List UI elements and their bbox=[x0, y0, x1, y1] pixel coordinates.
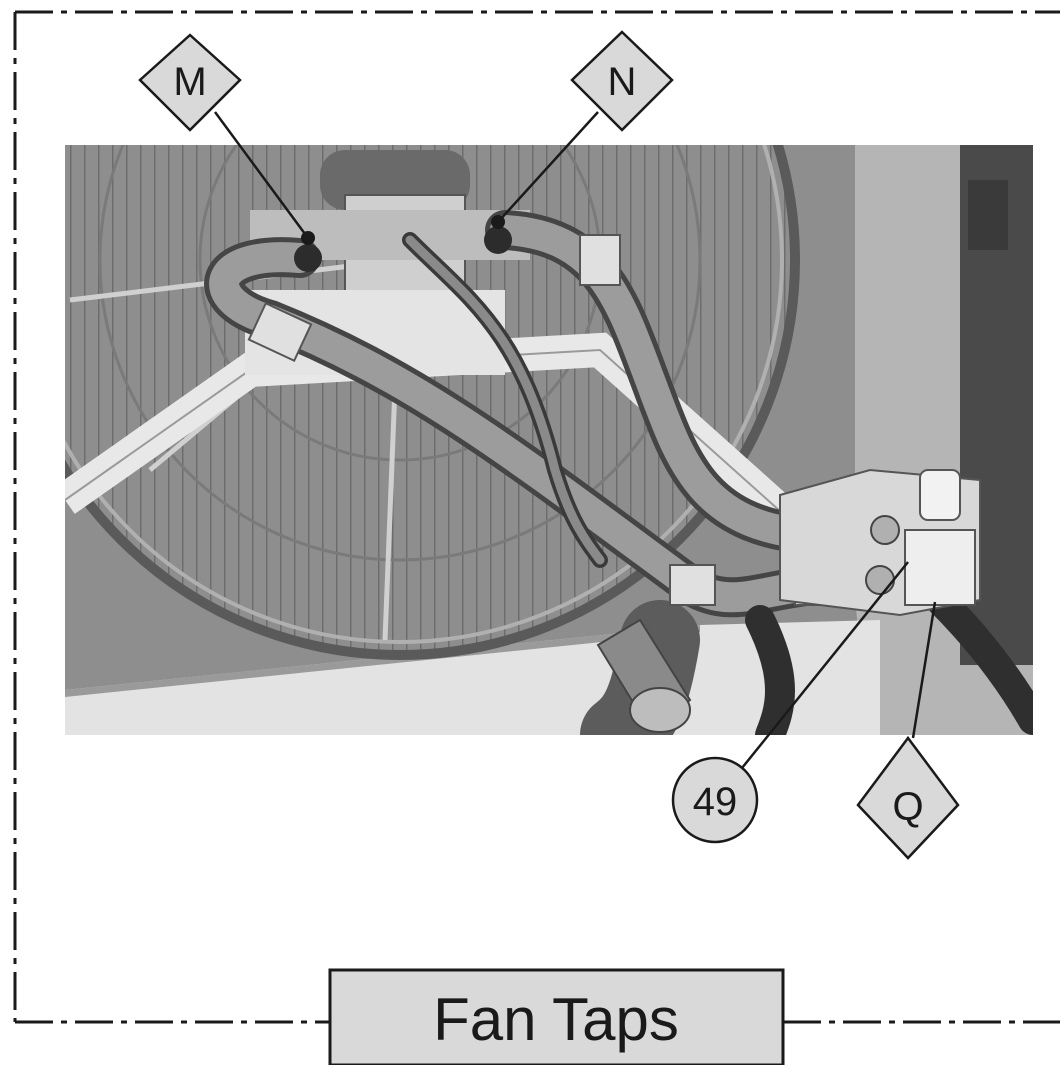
callout-n: N bbox=[570, 30, 674, 132]
leader-dot-m bbox=[301, 231, 315, 245]
callout-q-label: Q bbox=[892, 785, 923, 829]
exhaust-pipe bbox=[596, 618, 692, 733]
callout-q: Q bbox=[856, 735, 960, 860]
caption-title: Fan Taps bbox=[433, 986, 679, 1053]
callout-49-label: 49 bbox=[693, 780, 738, 824]
callout-m-label: M bbox=[173, 60, 206, 104]
tap-port-m bbox=[294, 244, 322, 272]
valve-block bbox=[779, 468, 981, 617]
callout-n-label: N bbox=[608, 60, 637, 104]
callout-m: M bbox=[138, 33, 242, 132]
dash-dot-frame bbox=[13, 10, 1060, 1024]
leader-dot-n bbox=[491, 215, 505, 229]
leader-lines bbox=[213, 111, 937, 769]
callout-49: 49 bbox=[671, 756, 759, 844]
fan-assembly-photo bbox=[65, 145, 1033, 735]
tap-port-n bbox=[484, 226, 512, 254]
caption-box: Fan Taps bbox=[328, 968, 785, 1065]
